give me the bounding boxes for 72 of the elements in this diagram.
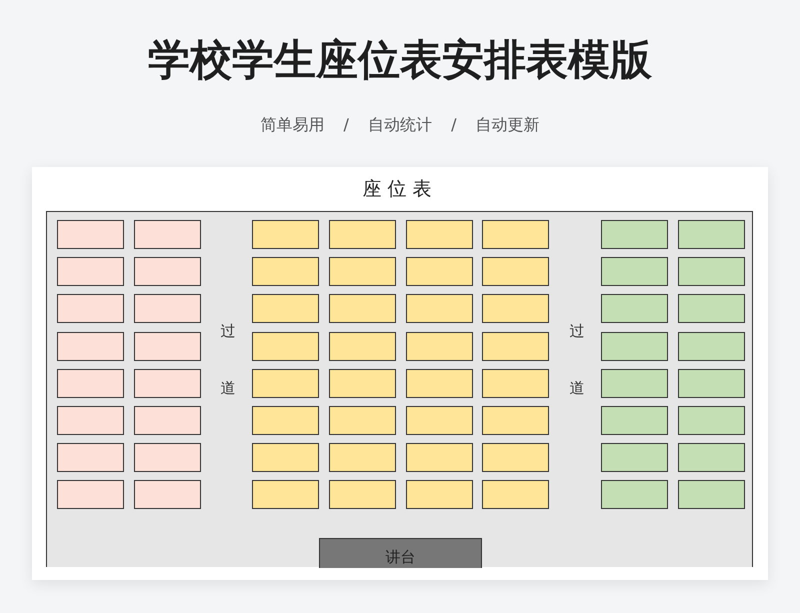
seat-box <box>329 480 396 509</box>
seat-box <box>678 443 745 472</box>
seat-box <box>134 369 201 398</box>
seat-box <box>482 220 549 249</box>
aisle-label: 过道 <box>220 321 236 399</box>
seat-box <box>134 220 201 249</box>
seat-box <box>252 257 319 286</box>
seat-box <box>482 332 549 361</box>
seat-box <box>134 443 201 472</box>
seat-box <box>678 332 745 361</box>
seat-box <box>252 294 319 323</box>
seat-box <box>601 480 668 509</box>
podium: 讲台 <box>319 538 482 568</box>
seat-box <box>57 332 124 361</box>
seat-box <box>406 480 473 509</box>
seat-box <box>406 257 473 286</box>
seat-box <box>329 332 396 361</box>
seat-box <box>329 443 396 472</box>
seat-box <box>252 443 319 472</box>
seat-box <box>57 220 124 249</box>
seat-box <box>482 257 549 286</box>
seat-box <box>134 294 201 323</box>
seat-box <box>601 220 668 249</box>
seat-box <box>406 369 473 398</box>
seat-box <box>406 294 473 323</box>
seat-box <box>57 294 124 323</box>
seat-box <box>482 443 549 472</box>
seat-box <box>678 406 745 435</box>
seat-box <box>406 406 473 435</box>
seat-box <box>57 480 124 509</box>
seat-box <box>134 257 201 286</box>
page-title: 学校学生座位表安排表模版 <box>147 34 653 86</box>
seat-box <box>329 220 396 249</box>
seating-card <box>32 167 768 580</box>
seat-box <box>252 332 319 361</box>
seat-box <box>329 369 396 398</box>
seat-box <box>329 406 396 435</box>
seat-box <box>678 294 745 323</box>
seat-box <box>482 369 549 398</box>
seat-box <box>57 406 124 435</box>
seat-box <box>678 220 745 249</box>
seat-box <box>678 257 745 286</box>
seat-box <box>482 294 549 323</box>
chart-heading: 座位表 <box>362 177 438 202</box>
seat-box <box>601 294 668 323</box>
seat-box <box>134 406 201 435</box>
subtitle: 简单易用 / 自动统计 / 自动更新 <box>260 114 540 136</box>
seat-box <box>57 257 124 286</box>
seat-box <box>678 369 745 398</box>
seat-box <box>601 369 668 398</box>
seat-box <box>329 294 396 323</box>
seat-box <box>134 332 201 361</box>
seat-box <box>134 480 201 509</box>
seat-box <box>601 257 668 286</box>
classroom-floor <box>46 211 753 567</box>
seat-box <box>252 480 319 509</box>
seat-box <box>601 332 668 361</box>
seat-box <box>601 443 668 472</box>
seat-box <box>482 406 549 435</box>
seat-box <box>57 443 124 472</box>
seat-box <box>57 369 124 398</box>
seat-box <box>678 480 745 509</box>
seat-box <box>406 220 473 249</box>
seat-box <box>601 406 668 435</box>
seat-box <box>406 332 473 361</box>
seat-box <box>406 443 473 472</box>
seat-box <box>252 220 319 249</box>
aisle-label: 过道 <box>569 321 585 399</box>
seat-box <box>252 406 319 435</box>
seat-box <box>482 480 549 509</box>
seat-box <box>329 257 396 286</box>
seat-box <box>252 369 319 398</box>
